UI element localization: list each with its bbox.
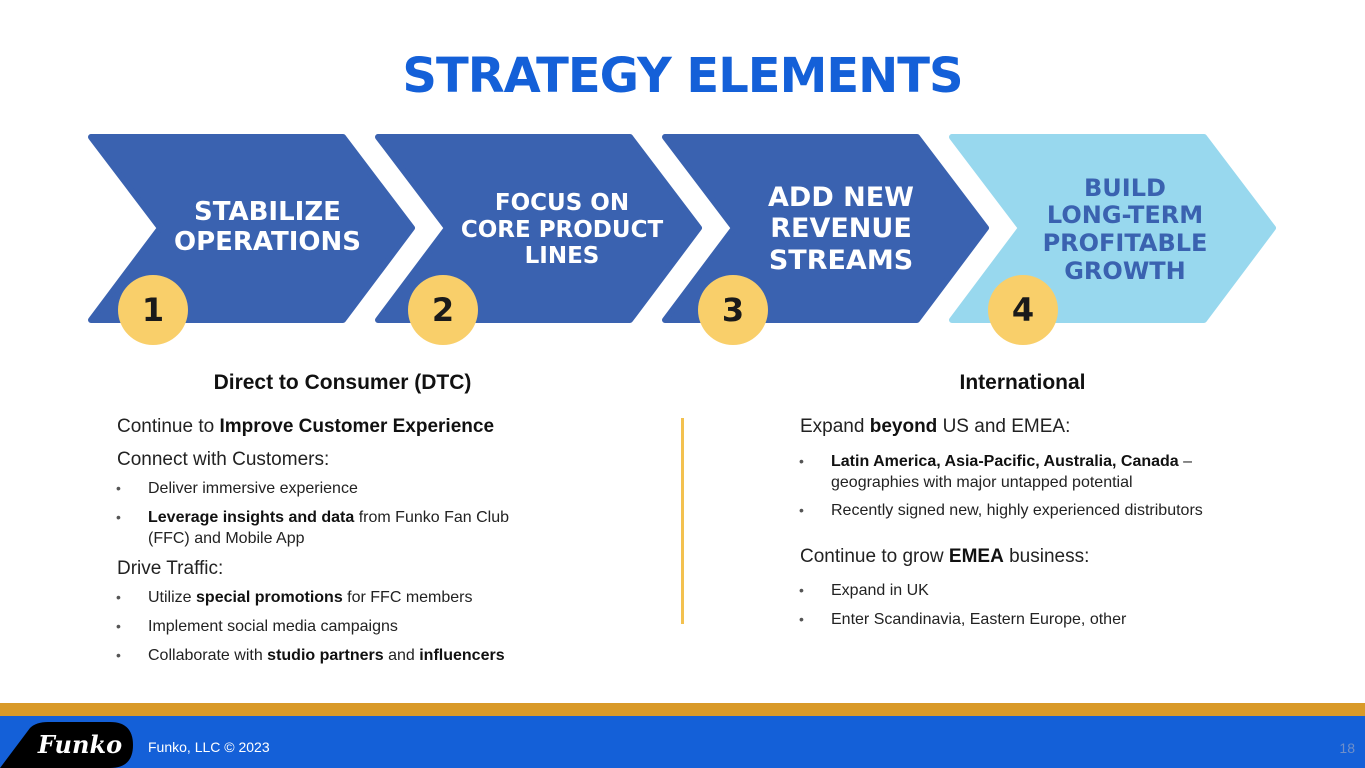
step-number-3: 3 xyxy=(698,275,768,345)
footer-gold-band xyxy=(0,703,1365,716)
svg-text:Funko: Funko xyxy=(37,730,122,759)
step-number-2: 2 xyxy=(408,275,478,345)
strategy-chevrons xyxy=(88,134,1276,323)
column-divider xyxy=(681,418,684,624)
connect-bullet-2: •Leverage insights and data from Funko F… xyxy=(116,509,510,547)
grow-bullet-2: •Enter Scandinavia, Eastern Europe, othe… xyxy=(799,611,1127,628)
chevron-3-shape xyxy=(662,134,989,323)
grow-bullet-1: •Expand in UK xyxy=(799,582,929,599)
drive-bullet-1: •Utilize special promotions for FFC memb… xyxy=(116,589,473,606)
grow-heading: Continue to grow EMEA business: xyxy=(800,546,1090,567)
connect-bullet-1: •Deliver immersive experience xyxy=(116,480,358,497)
step-number-4: 4 xyxy=(988,275,1058,345)
expand-bullet-2: •Recently signed new, highly experienced… xyxy=(799,502,1203,519)
footer-blue-band xyxy=(0,716,1365,768)
connect-heading: Connect with Customers: xyxy=(117,449,330,470)
drive-bullet-2: •Implement social media campaigns xyxy=(116,618,398,635)
funko-logo: Funko xyxy=(0,722,133,768)
improve-cx-line: Continue to Improve Customer Experience xyxy=(117,416,495,437)
dtc-heading: Direct to Consumer (DTC) xyxy=(213,371,472,394)
chevron-2-shape xyxy=(375,134,702,323)
drive-heading: Drive Traffic: xyxy=(117,558,224,579)
page-title: STRATEGY ELEMENTS xyxy=(402,48,963,104)
step-number-1: 1 xyxy=(118,275,188,345)
chevron-1-shape xyxy=(88,134,415,323)
copyright-text: Funko, LLC © 2023 xyxy=(148,739,270,755)
expand-heading: Expand beyond US and EMEA: xyxy=(800,416,1071,437)
expand-bullet-1: •Latin America, Asia-Pacific, Australia,… xyxy=(799,453,1193,491)
drive-bullet-3: •Collaborate with studio partners and in… xyxy=(116,647,505,664)
international-heading: International xyxy=(959,371,1086,394)
page-number: 18 xyxy=(1339,740,1355,756)
chevron-4-shape xyxy=(949,134,1276,323)
